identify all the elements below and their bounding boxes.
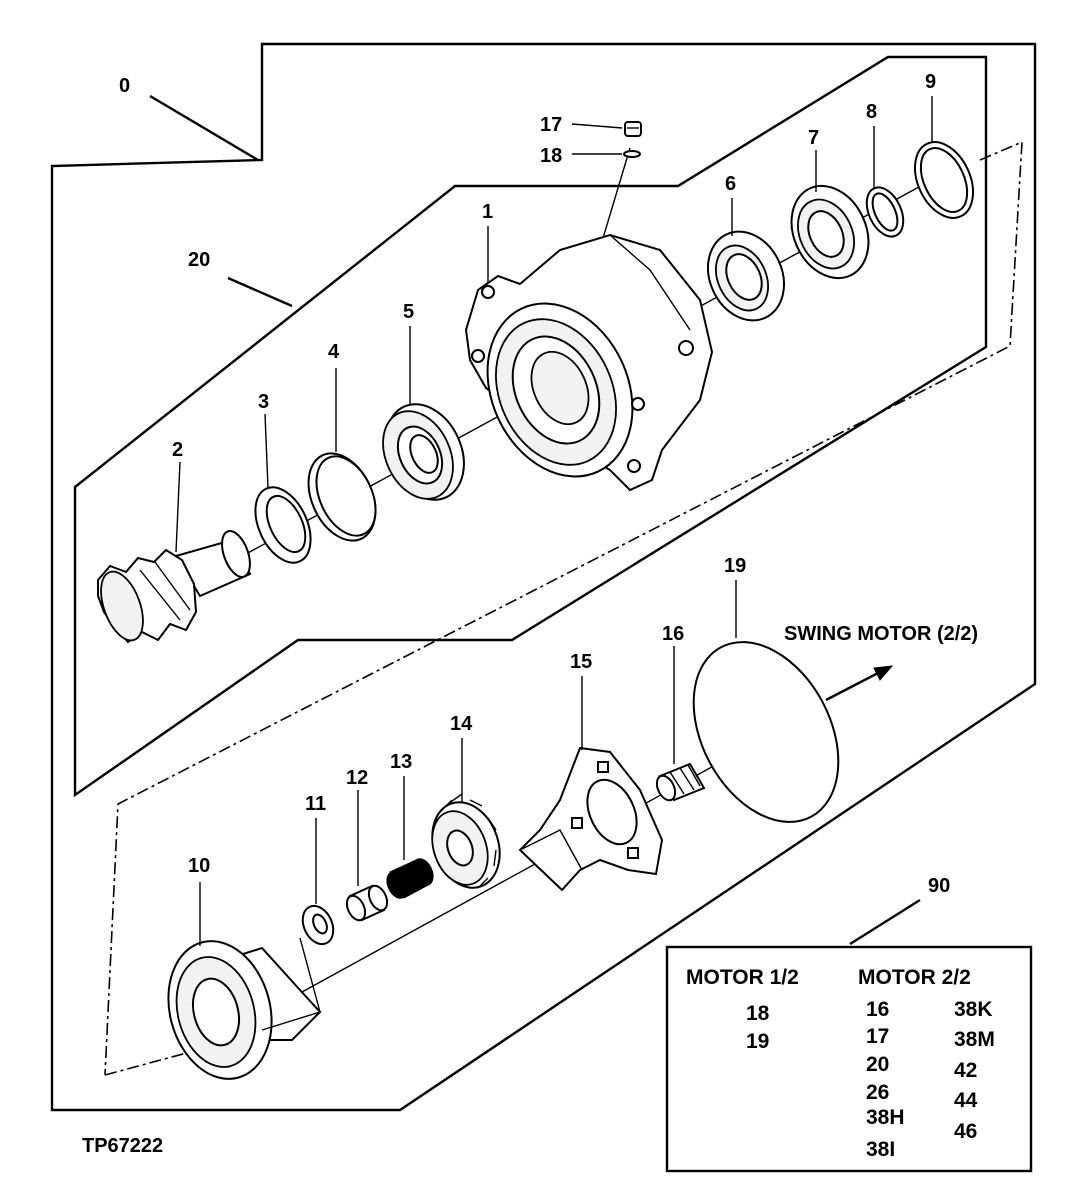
part-8-snap-ring — [865, 186, 905, 238]
dashed-line-right — [104, 140, 1023, 1076]
leader-20 — [227, 276, 293, 308]
callout-3: 3 — [258, 391, 269, 413]
callout-9: 9 — [925, 71, 936, 93]
legend-motor2-col1-item: 38H — [866, 1106, 905, 1129]
legend-motor1-item: 18 — [746, 1002, 770, 1025]
legend-motor2-col2-item: 42 — [954, 1059, 977, 1082]
motor-legend-box: MOTOR 1/2 MOTOR 2/2 18 19 16 17 20 26 38… — [665, 945, 1033, 1173]
direction-arrow — [825, 665, 894, 702]
callout-17: 17 — [540, 114, 562, 136]
callout-13: 13 — [390, 751, 412, 773]
part-9-ring — [913, 141, 975, 219]
part-19-o-ring — [692, 641, 840, 823]
legend-motor2-col1-item: 38I — [866, 1138, 895, 1161]
leader-0 — [149, 94, 259, 162]
legend-motor2-title: MOTOR 2/2 — [858, 966, 971, 989]
callout-1: 1 — [482, 201, 493, 223]
legend-motor1-title: MOTOR 1/2 — [686, 966, 799, 989]
legend-motor2-col2-item: 38K — [954, 998, 993, 1021]
part-3-seal — [254, 486, 312, 564]
callout-11: 11 — [305, 793, 326, 815]
part-15-thrust-plate — [518, 746, 664, 892]
callout-12: 12 — [346, 767, 368, 789]
part-7-bearing — [790, 184, 870, 280]
callout-14: 14 — [450, 713, 473, 735]
legend-motor2-col1-item: 26 — [866, 1081, 889, 1104]
callout-19: 19 — [724, 555, 746, 577]
callout-90: 90 — [928, 875, 950, 897]
outline-subassembly-20 — [73, 55, 988, 798]
part-13-needle-bearing — [386, 858, 434, 899]
swing-motor-label: SWING MOTOR (2/2) — [784, 623, 978, 645]
callout-20: 20 — [188, 249, 210, 271]
part-5-bearing — [382, 403, 465, 501]
callout-6: 6 — [725, 173, 736, 195]
leader-90 — [849, 898, 921, 946]
part-18-o-ring — [623, 150, 641, 158]
leader-3 — [264, 413, 269, 489]
legend-motor2-col2-item: 44 — [954, 1089, 978, 1112]
legend-motor1-item: 19 — [746, 1030, 769, 1053]
part-10-carrier — [167, 937, 322, 1080]
part-6-seal — [707, 230, 785, 322]
part-1-housing — [464, 233, 714, 492]
callout-7: 7 — [808, 127, 819, 149]
legend-motor2-col2-item: 38M — [954, 1028, 995, 1051]
callout-2: 2 — [172, 439, 183, 461]
callout-18: 18 — [540, 145, 562, 167]
callout-4: 4 — [328, 341, 340, 363]
callout-5: 5 — [403, 301, 414, 323]
outline-assembly-0 — [50, 42, 1037, 1112]
legend-motor2-col2-item: 46 — [954, 1120, 977, 1143]
legend-motor2-col1-item: 17 — [866, 1025, 889, 1048]
leader-2 — [175, 461, 181, 553]
part-4-washer — [307, 452, 377, 542]
callout-16: 16 — [662, 623, 684, 645]
part-17-plug — [624, 121, 642, 137]
part-16-spline-shaft — [655, 762, 706, 802]
legend-motor2-col1-item: 16 — [866, 998, 889, 1021]
callout-10: 10 — [188, 855, 210, 877]
part-11-washer — [301, 904, 335, 946]
legend-motor2-col1-item: 20 — [866, 1053, 889, 1076]
callout-15: 15 — [570, 651, 592, 673]
part-14-planet-gear — [431, 793, 501, 889]
callout-8: 8 — [866, 101, 877, 123]
callout-0: 0 — [119, 75, 130, 97]
part-12-sleeve — [345, 884, 389, 922]
leader-17 — [571, 123, 623, 129]
part-2-pinion-shaft — [97, 530, 252, 644]
figure-id: TP67222 — [82, 1135, 163, 1157]
